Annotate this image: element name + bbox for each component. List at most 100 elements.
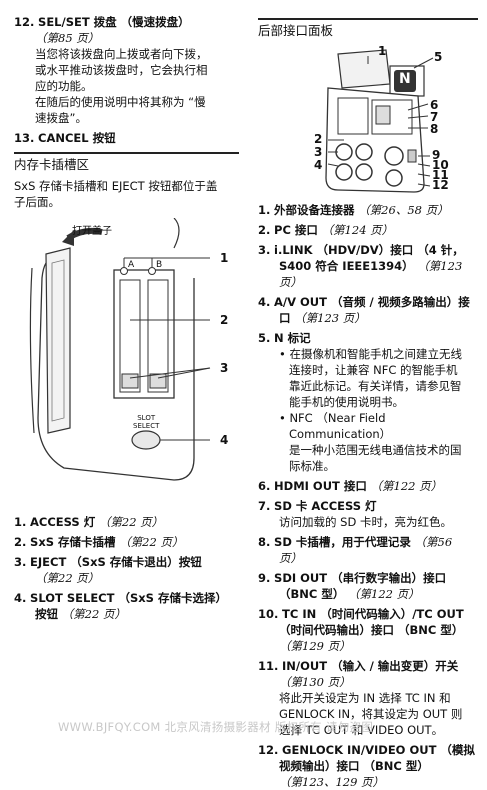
list-item: 7. SD 卡 ACCESS 灯: [258, 498, 478, 514]
list-item: 9. SDI OUT （串行数字输出）接口: [258, 570, 478, 586]
item-title: CANCEL 按钮: [38, 131, 116, 145]
callout-5: 5: [434, 50, 443, 64]
item-title: SxS 存储卡插槽: [30, 535, 116, 549]
item-body: （第130 页） 将此开关设定为 IN 选择 TC IN 和 GENLOCK I…: [258, 674, 478, 738]
item-title: 外部设备连接器: [274, 203, 355, 217]
page-ref: （第56: [414, 535, 453, 549]
callout-11: 11: [432, 168, 449, 182]
page-ref: （第124 页）: [321, 223, 394, 237]
memory-card-slot-diagram: 打开盖子 A B SLOT SELECT 1 2 3 4: [24, 217, 239, 488]
item-title-cont: 按钮: [35, 607, 58, 621]
item-title: SD 卡 ACCESS 灯: [274, 499, 377, 513]
callout-9: 9: [432, 148, 441, 162]
item-body: （第85 页） 当您将该拨盘向上拨或者向下拨， 或水平推动该拨盘时，它会执行相 …: [14, 30, 239, 126]
bullet-line: 在摄像机和智能手机之间建立无线: [289, 347, 462, 361]
item-number: 10.: [258, 607, 279, 621]
item-number: 2.: [258, 223, 271, 237]
item-number: 6.: [258, 479, 271, 493]
body-line: 速拨盘”。: [35, 111, 87, 125]
list-item: 2. SxS 存储卡插槽 （第22 页）: [14, 534, 239, 550]
nfc-n-mark-icon: N: [399, 71, 411, 87]
item-title-cont: （时间代码输出）接口 （BNC 型）: [279, 623, 464, 637]
body-line: 当您将该拨盘向上拨或者向下拨，: [35, 47, 208, 61]
callout-1: 1: [378, 44, 387, 58]
item-title-cont: S400 符合 IEEE1394）: [279, 259, 414, 273]
bullet-line: 连接时，让兼容 NFC 的智能手机: [289, 363, 458, 377]
item-number: 11.: [258, 659, 279, 673]
item-title: SEL/SET 拨盘 （慢速拨盘）: [38, 15, 190, 29]
item-number: 8.: [258, 535, 271, 549]
item-number: 4.: [14, 591, 27, 605]
item-number: 1.: [14, 515, 27, 529]
item-body: S400 符合 IEEE1394） （第123 页）: [258, 258, 478, 290]
slot-diagram-svg: [29, 217, 211, 481]
item-title: TC IN （时间代码输入）/TC OUT: [282, 607, 464, 621]
list-item: 12. GENLOCK IN/VIDEO OUT （模拟: [258, 742, 478, 758]
rear-item-list: 1. 外部设备连接器 （第26、58 页） 2. PC 接口 （第124 页） …: [258, 202, 478, 790]
slot-b-label: B: [156, 260, 163, 270]
item-title: PC 接口: [274, 223, 318, 237]
item-number: 12.: [14, 15, 35, 29]
page-ref: （第122 页）: [370, 479, 443, 493]
item-title: EJECT （SxS 存储卡退出）按钮: [30, 555, 202, 569]
item-title-cont: 口: [279, 311, 291, 325]
section-heading: 后部接口面板: [258, 18, 478, 40]
callout-3: 3: [220, 361, 229, 375]
item-number: 13.: [14, 131, 35, 145]
item-number: 1.: [258, 203, 271, 217]
item-body: 视频输出）接口 （BNC 型） （第123、129 页）: [258, 758, 478, 790]
item-title: N 标记: [274, 331, 311, 345]
item-title: A/V OUT （音频 / 视频多路输出）接: [274, 295, 470, 309]
list-item: 1. 外部设备连接器 （第26、58 页）: [258, 202, 478, 218]
item-number: 4.: [258, 295, 271, 309]
section-intro: SxS 存储卡插槽和 EJECT 按钮都位于盖 子后面。: [14, 178, 239, 210]
item-number: 12.: [258, 743, 279, 757]
page-ref: （第85 页）: [35, 31, 100, 45]
page-ref: （第129 页）: [279, 639, 351, 653]
callout-8: 8: [430, 122, 439, 136]
rear-panel-diagram: N 1 5 6 7 8 2 3 4 9 10 11 12: [268, 44, 473, 194]
item-title: SDI OUT （串行数字输出）接口: [274, 571, 447, 585]
slot-select-line: SLOT: [137, 414, 156, 422]
bullet-line: NFC （Near Field Communication）: [289, 411, 392, 441]
page-ref: （第22 页）: [119, 535, 184, 549]
list-item: 4. SLOT SELECT （SxS 存储卡选择）: [14, 590, 239, 606]
body-line: 选择 TC OUT 和 VIDEO OUT。: [279, 723, 444, 737]
callout-7: 7: [430, 110, 439, 124]
list-item: 2. PC 接口 （第124 页）: [258, 222, 478, 238]
item-body: 访问加载的 SD 卡时，亮为红色。: [279, 515, 452, 529]
callout-10: 10: [432, 158, 449, 172]
item-title: i.LINK （HDV/DV）接口 （4 针，: [274, 243, 464, 257]
bullet-item: • NFC （Near Field Communication） 是一种小范围无…: [258, 410, 478, 474]
callout-1: 1: [220, 251, 229, 265]
list-item: 3. i.LINK （HDV/DV）接口 （4 针，: [258, 242, 478, 258]
item-12: 12. SEL/SET 拨盘 （慢速拨盘）: [14, 14, 239, 30]
body-line: 或水平推动该拨盘时，它会执行相: [35, 63, 208, 77]
item-number: 3.: [258, 243, 271, 257]
item-body: （时间代码输出）接口 （BNC 型） （第129 页）: [258, 622, 478, 654]
watermark: WWW.BJFQY.COM 北京风清扬摄影器材 版权所有 请勿盗图: [58, 720, 374, 734]
bullet-line: 靠近此标记。有关详情，请参见智: [289, 379, 462, 393]
callout-3: 3: [314, 145, 323, 159]
callout-2: 2: [314, 132, 323, 146]
callout-4: 4: [314, 158, 323, 172]
callout-4: 4: [220, 433, 229, 447]
item-title: ACCESS 灯: [30, 515, 96, 529]
item-title: GENLOCK IN/VIDEO OUT （模拟: [282, 743, 475, 757]
list-item: 5. N 标记: [258, 330, 478, 346]
item-number: 9.: [258, 571, 271, 585]
list-item: 6. HDMI OUT 接口 （第122 页）: [258, 478, 478, 494]
slot-a-label: A: [128, 260, 135, 270]
bullet-item: • 在摄像机和智能手机之间建立无线 连接时，让兼容 NFC 的智能手机 靠近此标…: [258, 346, 478, 410]
item-number: 7.: [258, 499, 271, 513]
page-ref: （第122 页）: [348, 587, 420, 601]
list-item: 4. A/V OUT （音频 / 视频多路输出）接: [258, 294, 478, 310]
list-item: 3. EJECT （SxS 存储卡退出）按钮: [14, 554, 239, 570]
open-cover-label: 打开盖子: [72, 226, 112, 237]
body-line: 在随后的使用说明中将其称为 “慢: [35, 95, 206, 109]
slot-select-text: SLOT SELECT: [133, 414, 159, 430]
bullet-dot: •: [279, 411, 290, 425]
section-heading: 内存卡插槽区: [14, 152, 239, 174]
page-ref: （第22 页）: [35, 571, 100, 585]
slot-item-list: 1. ACCESS 灯 （第22 页） 2. SxS 存储卡插槽 （第22 页）…: [14, 514, 239, 622]
